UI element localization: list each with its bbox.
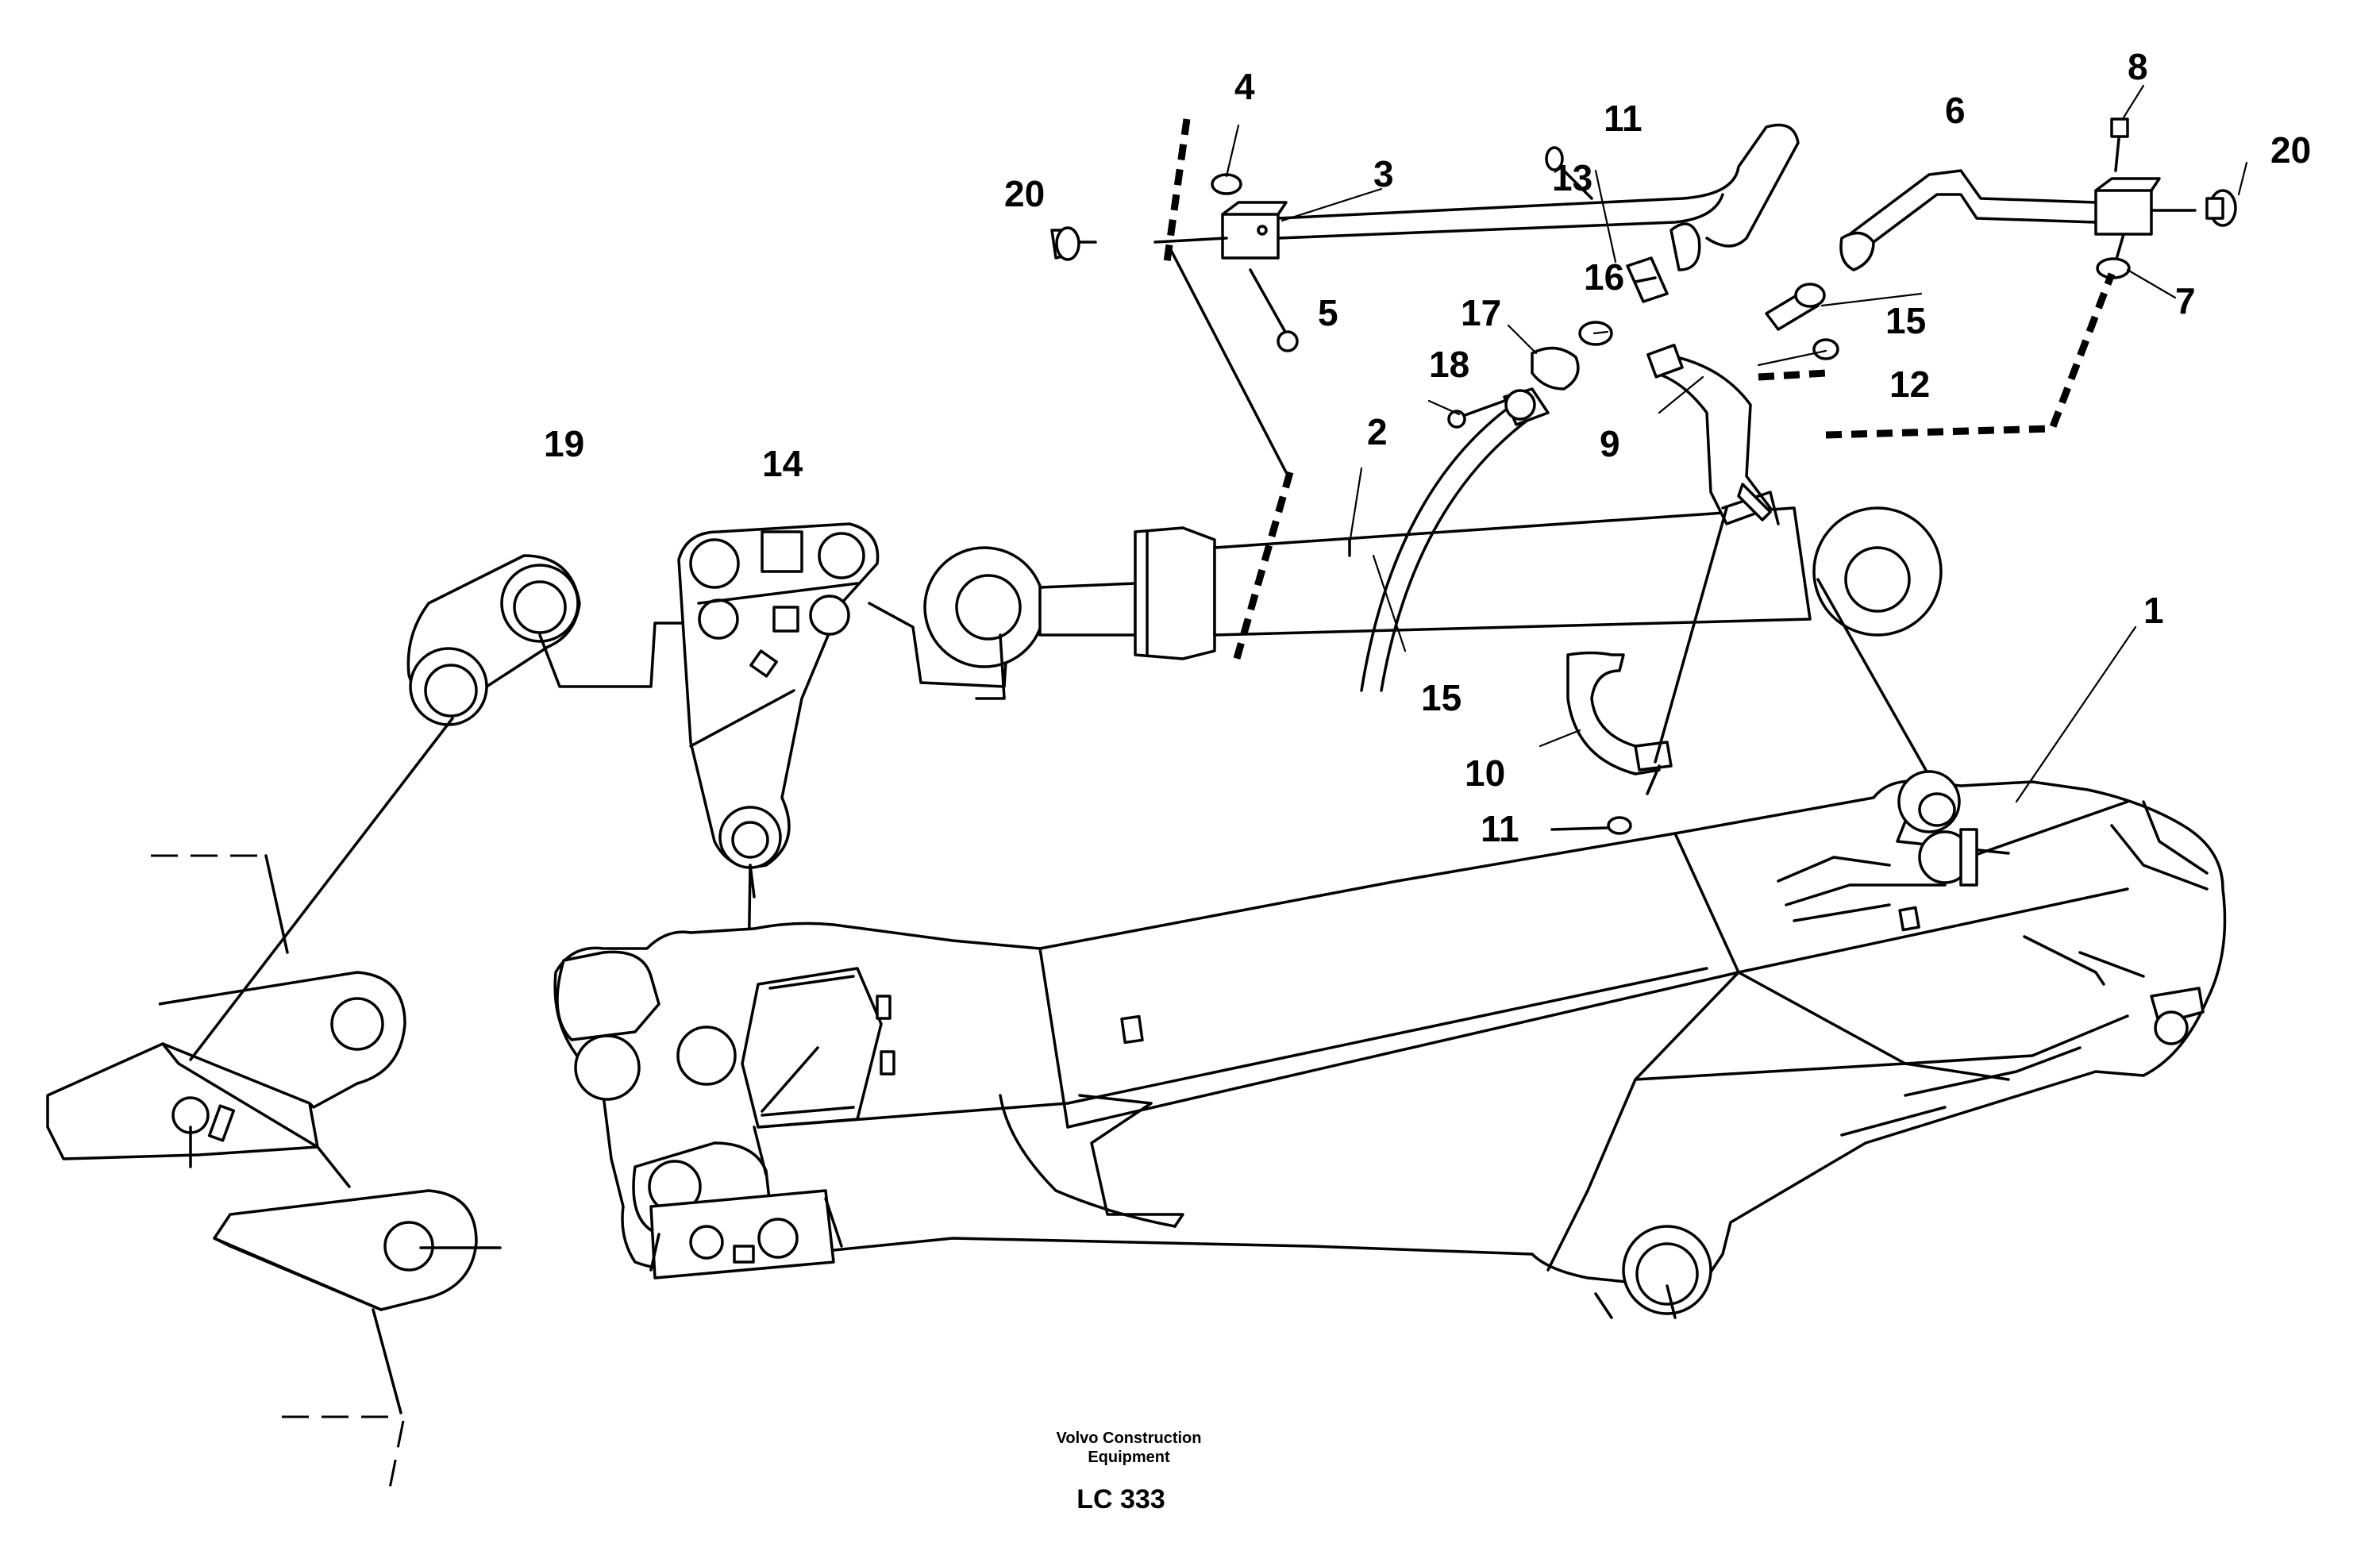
bracket-9	[1646, 343, 1827, 525]
callout-7: 7	[2175, 280, 2196, 321]
callout-18: 18	[1429, 344, 1469, 385]
callout-4: 4	[1234, 66, 1255, 107]
callout-11-top: 11	[1604, 98, 1643, 139]
callout-5: 5	[1318, 292, 1338, 333]
caption: Volvo Construction Equipment LC 333	[1057, 1430, 1202, 1514]
frame-fragment	[46, 854, 502, 1493]
callout-10: 10	[1465, 752, 1505, 794]
callout-13: 13	[1552, 157, 1592, 198]
callout-12: 12	[1889, 364, 1930, 405]
clamp-10	[1566, 506, 1728, 795]
callout-14: 14	[762, 443, 803, 484]
boom-1	[553, 770, 2227, 1319]
callout-9: 9	[1600, 423, 1620, 464]
callout-20-left: 20	[1004, 173, 1045, 214]
caption-company-line2: Equipment	[1088, 1449, 1170, 1466]
leader-lines	[1225, 84, 2248, 803]
small-parts	[1050, 117, 2237, 835]
callout-6: 6	[1945, 90, 1966, 131]
callout-16: 16	[1584, 256, 1624, 298]
callout-1: 1	[2143, 590, 2164, 631]
bushing-19	[189, 554, 708, 1061]
callout-15-top: 15	[1885, 300, 1926, 341]
pipe-6	[1848, 169, 2197, 264]
callout-11-bottom: 11	[1481, 808, 1519, 849]
callout-19: 19	[544, 423, 584, 464]
callout-17: 17	[1461, 292, 1501, 333]
callouts: 1 2 3 4 5 6 7 8 9 10 11 11 12 13 14 15 1…	[544, 46, 2311, 849]
callout-2: 2	[1367, 411, 1388, 452]
callout-20-right: 20	[2270, 129, 2311, 171]
callout-15-bottom: 15	[1421, 677, 1462, 718]
hose-15	[1360, 387, 1550, 692]
caption-code: LC 333	[1076, 1484, 1165, 1514]
pipe-3	[1153, 118, 1800, 474]
cylinder-2	[923, 471, 1943, 791]
caption-company-line1: Volvo Construction	[1057, 1430, 1202, 1447]
callout-3: 3	[1373, 153, 1394, 194]
callout-8: 8	[2128, 46, 2148, 87]
